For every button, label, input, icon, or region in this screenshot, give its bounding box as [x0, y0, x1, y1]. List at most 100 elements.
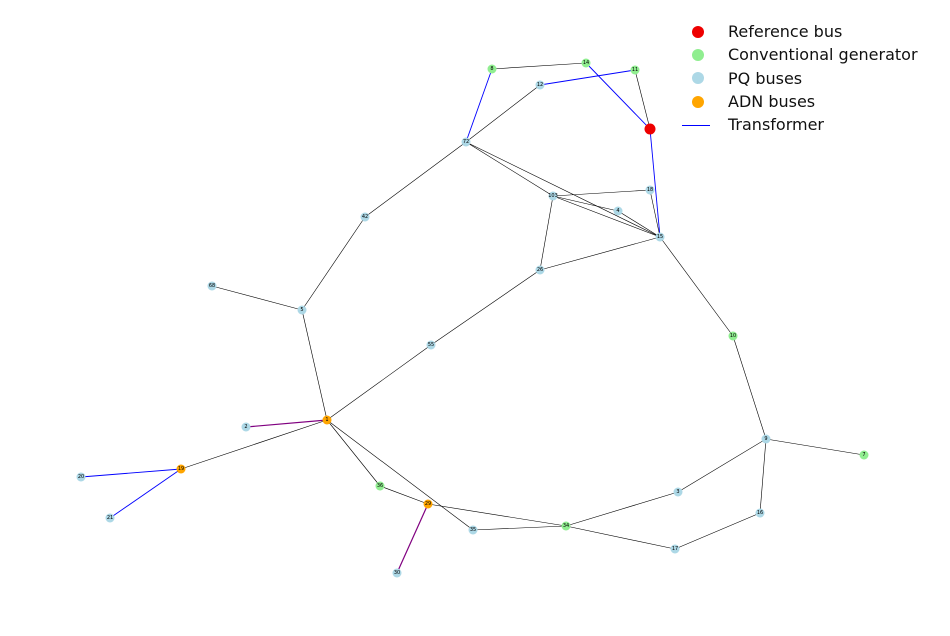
edge-adn-29-30: [396, 503, 429, 574]
node-label: 10: [730, 333, 736, 339]
node-label: 12: [537, 82, 543, 88]
node-label: 3: [676, 489, 679, 495]
edge-line-1-19: [180, 419, 328, 470]
legend-label: PQ buses: [728, 68, 803, 88]
node-label: 2: [244, 424, 247, 430]
node-label: 42: [362, 214, 368, 220]
node-2: 2: [241, 422, 251, 432]
node-label: 103: [548, 193, 558, 199]
edge-line-11-ref: [634, 69, 651, 130]
edge-line-103-26: [539, 195, 554, 271]
node-8: 8: [487, 64, 497, 74]
edge-line-3-9: [677, 438, 767, 493]
edge-line-9-16: [759, 438, 767, 514]
edge-line-68-5: [211, 285, 303, 311]
pq-bus-marker: [468, 525, 478, 535]
pq-bus-marker: [241, 422, 251, 432]
pq-bus-marker: [207, 281, 217, 291]
reference-marker-icon: [692, 25, 704, 38]
node-4: 4: [613, 206, 623, 216]
adn-bus-marker: [423, 499, 433, 509]
pq-bus-marker: [105, 513, 115, 523]
generator-bus-marker: [581, 58, 591, 68]
edge-line-42-5: [301, 216, 366, 311]
edge-line-72-15: [465, 141, 661, 238]
node-30: 30: [392, 568, 402, 578]
node-label: 35: [470, 527, 476, 533]
node-label: 20: [78, 474, 84, 480]
generator-bus-marker: [375, 481, 385, 491]
edge-line-16-17: [674, 512, 761, 550]
edge-line-29-34: [427, 503, 567, 527]
legend-label: ADN buses: [728, 92, 816, 112]
pq-bus-marker: [461, 137, 471, 147]
adn-bus-marker: [176, 464, 186, 474]
pq-bus-marker: [360, 212, 370, 222]
node-label: 36: [377, 483, 383, 489]
node-21: 21: [105, 513, 115, 523]
node-55: 55: [426, 340, 436, 350]
generator-bus-marker: [859, 450, 869, 460]
edge-line-72-103: [465, 141, 554, 197]
edge-transformer-14-ref: [585, 62, 651, 130]
edge-line-8-14: [491, 62, 587, 70]
node-ref: [644, 123, 656, 135]
node-label: 30: [394, 570, 400, 576]
edge-line-5-1: [301, 309, 328, 421]
generator-bus-marker: [487, 64, 497, 74]
node-11: 11: [630, 65, 640, 75]
edge-transformer-8-72: [465, 68, 493, 143]
node-34: 34: [561, 521, 571, 531]
edge-line-103-15: [552, 195, 661, 238]
legend-item-transformer: Transformer: [680, 113, 918, 136]
pq-bus-marker: [297, 305, 307, 315]
node-label: 7: [862, 452, 865, 458]
pq-bus-marker: [426, 340, 436, 350]
pq-marker-icon: [692, 72, 704, 85]
edge-line-1-36: [326, 419, 381, 487]
generator-bus-marker: [728, 331, 738, 341]
legend-label: Reference bus: [728, 22, 843, 42]
node-label: 72: [463, 139, 469, 145]
node-label: 55: [428, 342, 434, 348]
node-5: 5: [297, 305, 307, 315]
node-3: 3: [673, 487, 683, 497]
node-label: 26: [537, 267, 543, 273]
node-15: 15: [655, 232, 665, 242]
node-label: 11: [632, 67, 638, 73]
legend-item-generator: Conventional generator: [680, 43, 918, 66]
edge-line-10-9: [732, 335, 767, 440]
pq-bus-marker: [535, 265, 545, 275]
node-14: 14: [581, 58, 591, 68]
node-label: 1: [325, 417, 328, 423]
node-label: 9: [764, 436, 767, 442]
pq-bus-marker: [548, 191, 558, 201]
pq-bus-marker: [670, 544, 680, 554]
edge-line-55-1: [326, 344, 432, 421]
node-18: 18: [645, 185, 655, 195]
node-17: 17: [670, 544, 680, 554]
node-label: 68: [209, 283, 215, 289]
node-35: 35: [468, 525, 478, 535]
node-9: 9: [761, 434, 771, 444]
node-label: 17: [672, 546, 678, 552]
node-1: 1: [322, 415, 332, 425]
edge-line-35-34: [472, 525, 567, 531]
pq-bus-marker: [655, 232, 665, 242]
edge-line-4-15: [617, 210, 661, 238]
legend-item-adn: ADN buses: [680, 90, 918, 113]
node-label: 34: [563, 523, 569, 529]
edge-line-15-10: [659, 236, 734, 337]
node-36: 36: [375, 481, 385, 491]
generator-bus-marker: [630, 65, 640, 75]
edge-line-72-42: [364, 141, 467, 218]
legend: Reference bus Conventional generator PQ …: [680, 20, 918, 136]
node-label: 16: [757, 510, 763, 516]
adn-marker-icon: [692, 95, 704, 108]
adn-bus-marker: [322, 415, 332, 425]
pq-bus-marker: [76, 472, 86, 482]
node-29: 29: [423, 499, 433, 509]
edge-line-26-55: [430, 269, 541, 346]
node-7: 7: [859, 450, 869, 460]
